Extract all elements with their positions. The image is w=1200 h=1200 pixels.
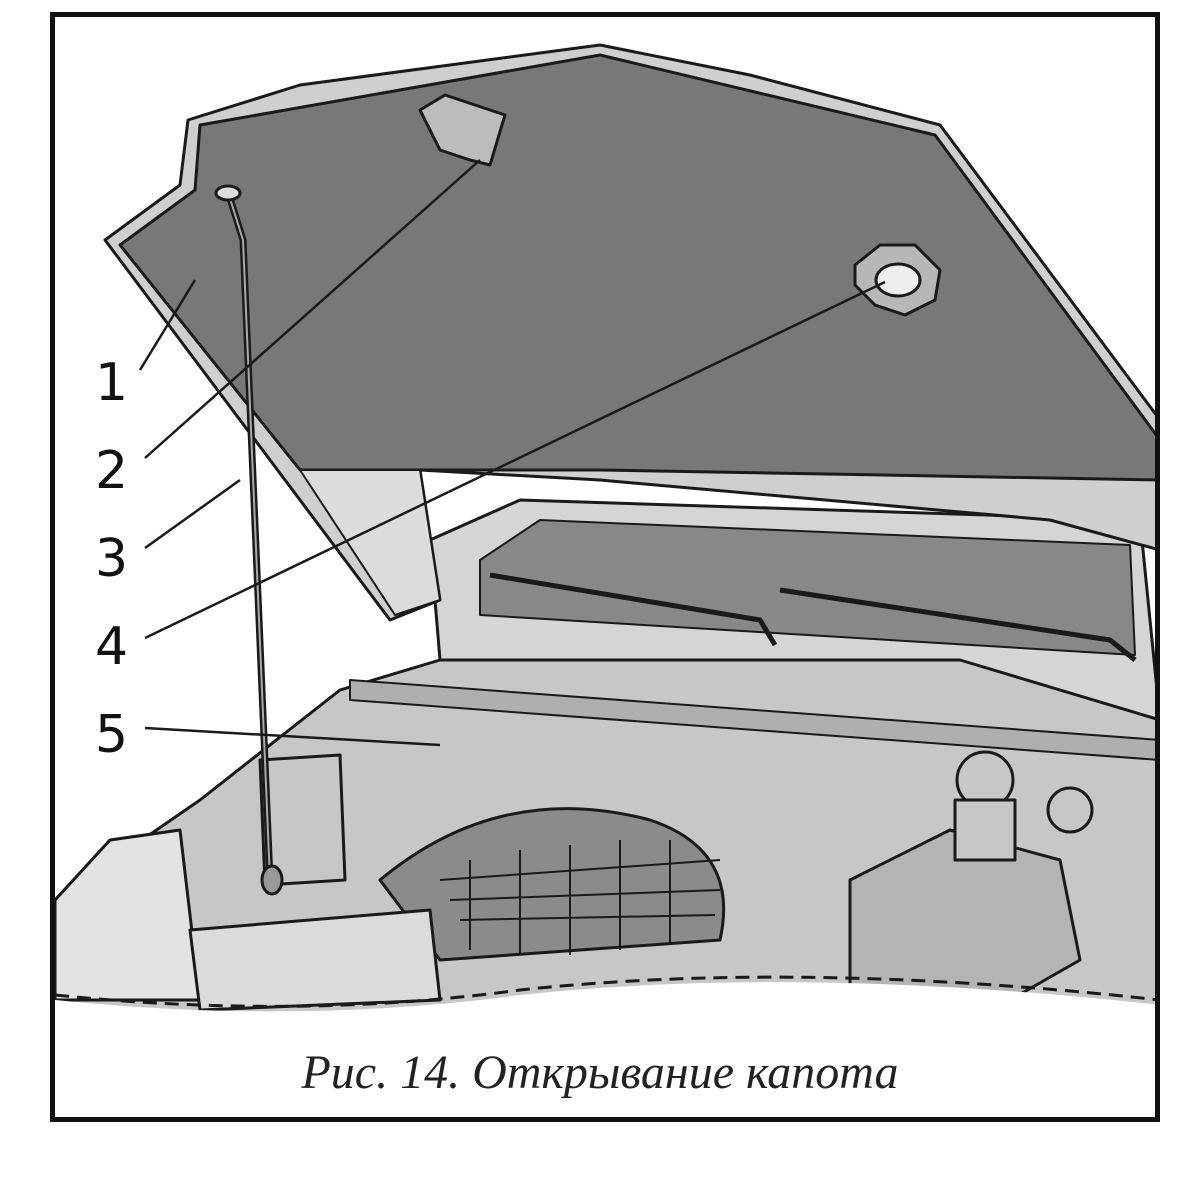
air-intake-hose [378, 807, 726, 962]
hood-inner-panel [118, 53, 1155, 482]
clutch-reservoir [1046, 786, 1094, 834]
headlight [55, 828, 202, 1002]
hood-hinge-strip [299, 469, 441, 616]
cut-line [55, 975, 1155, 1008]
callout-3: 3 [95, 529, 128, 589]
leader-5 [144, 726, 441, 747]
callout-labels: 1 2 3 4 5 [95, 353, 128, 765]
cowl [349, 679, 1155, 761]
leader-4 [144, 280, 886, 640]
leader-1 [138, 279, 197, 371]
callout-4: 4 [95, 617, 128, 677]
leader-3 [144, 478, 241, 550]
prop-rod-holder [260, 864, 284, 896]
leader-2 [144, 159, 481, 459]
wiper-right [779, 587, 1137, 662]
callout-2: 2 [95, 441, 128, 501]
prop-rod-hole [214, 184, 242, 202]
callout-1: 1 [95, 353, 128, 413]
hood-catch [418, 93, 507, 167]
figure-caption: Рис. 14. Открывание капота [301, 1046, 899, 1099]
callout-5: 5 [95, 705, 128, 765]
leader-lines [138, 159, 886, 747]
wiper-left [489, 572, 778, 647]
coolant-tank [258, 753, 347, 887]
